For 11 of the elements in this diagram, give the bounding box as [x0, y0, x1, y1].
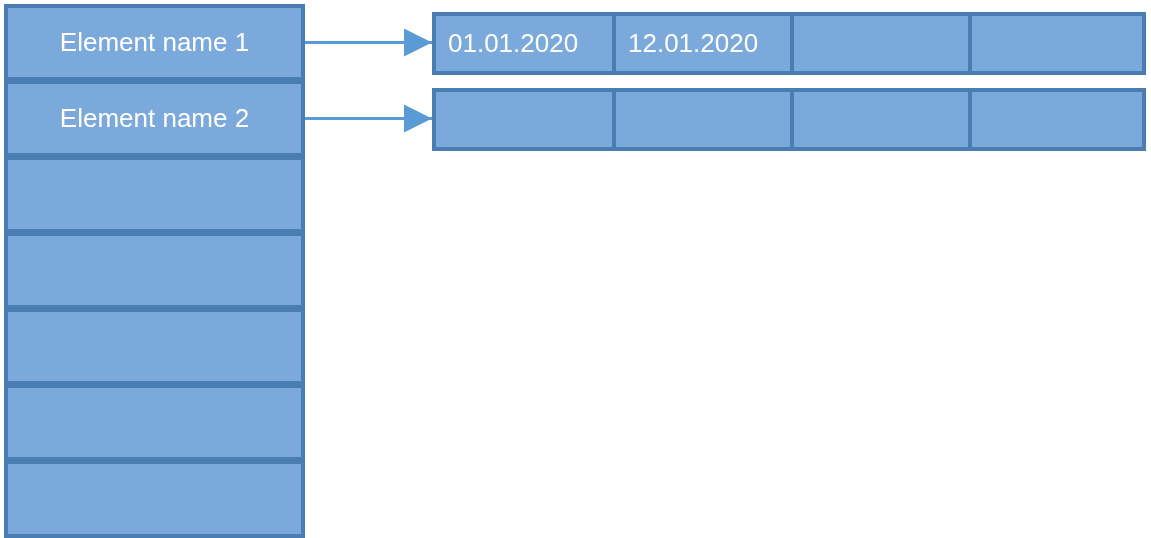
array-row: [432, 88, 1146, 151]
list-cell: Element name 2: [4, 80, 305, 157]
list-cell: [4, 460, 305, 538]
list-cell: [4, 384, 305, 461]
list-cell: Element name 1: [4, 4, 305, 81]
list-cell: [4, 156, 305, 233]
list-cell: [4, 232, 305, 309]
arrow: [305, 104, 432, 133]
list-cell: [4, 308, 305, 385]
array-row: [432, 12, 1146, 75]
arrow: [305, 28, 432, 57]
